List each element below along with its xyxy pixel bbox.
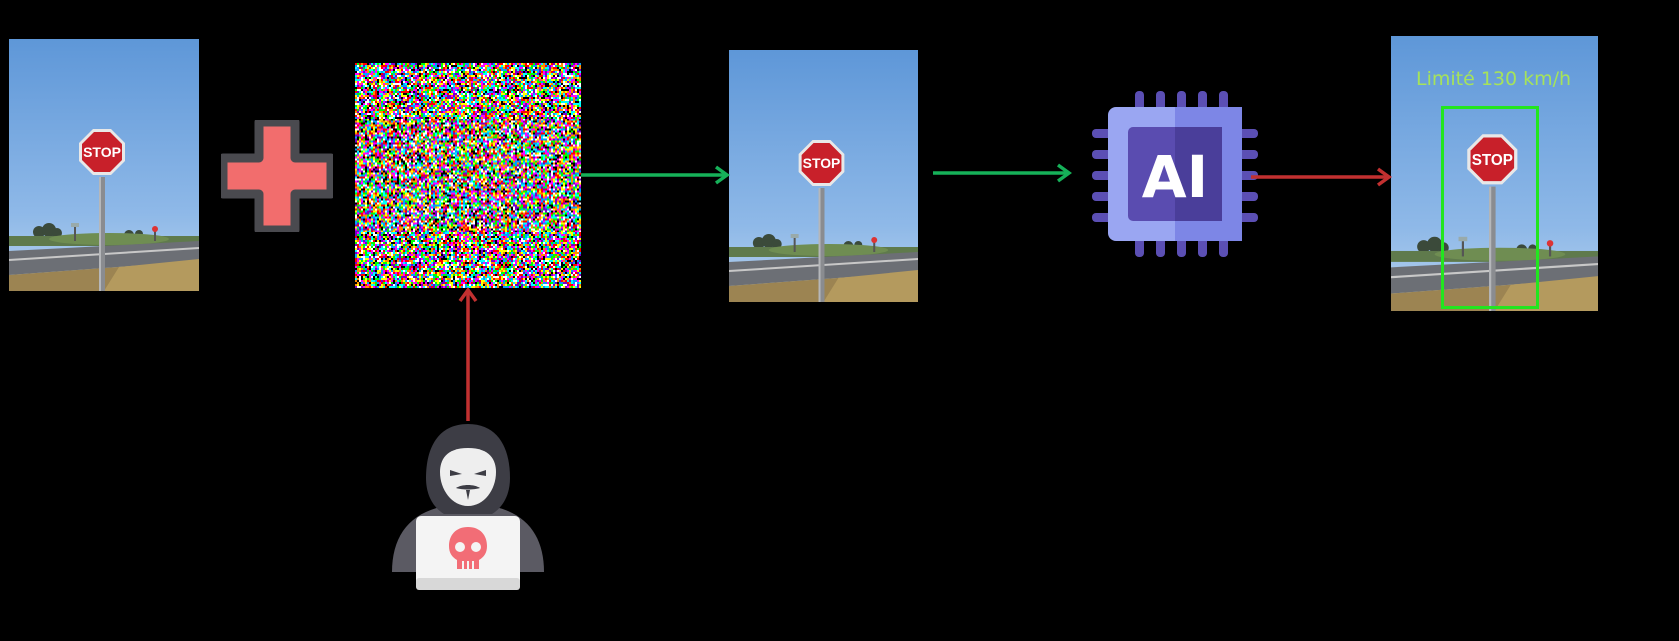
hacker-icon	[388, 420, 548, 592]
adversarial-noise	[355, 63, 581, 288]
ai-chip-label: AI	[1142, 143, 1208, 211]
prediction-label: Limité 130 km/h	[1416, 68, 1572, 90]
perturbed-to-ai-arrow	[933, 163, 1072, 183]
ai-chip-icon: AI	[1090, 89, 1260, 259]
detection-bounding-box	[1441, 106, 1539, 309]
skull-icon	[446, 525, 490, 573]
plus-icon	[218, 117, 336, 235]
attacker-to-noise-arrow	[458, 287, 478, 421]
noise-to-perturbed-arrow	[581, 165, 730, 185]
ai-to-result-arrow	[1251, 167, 1392, 187]
